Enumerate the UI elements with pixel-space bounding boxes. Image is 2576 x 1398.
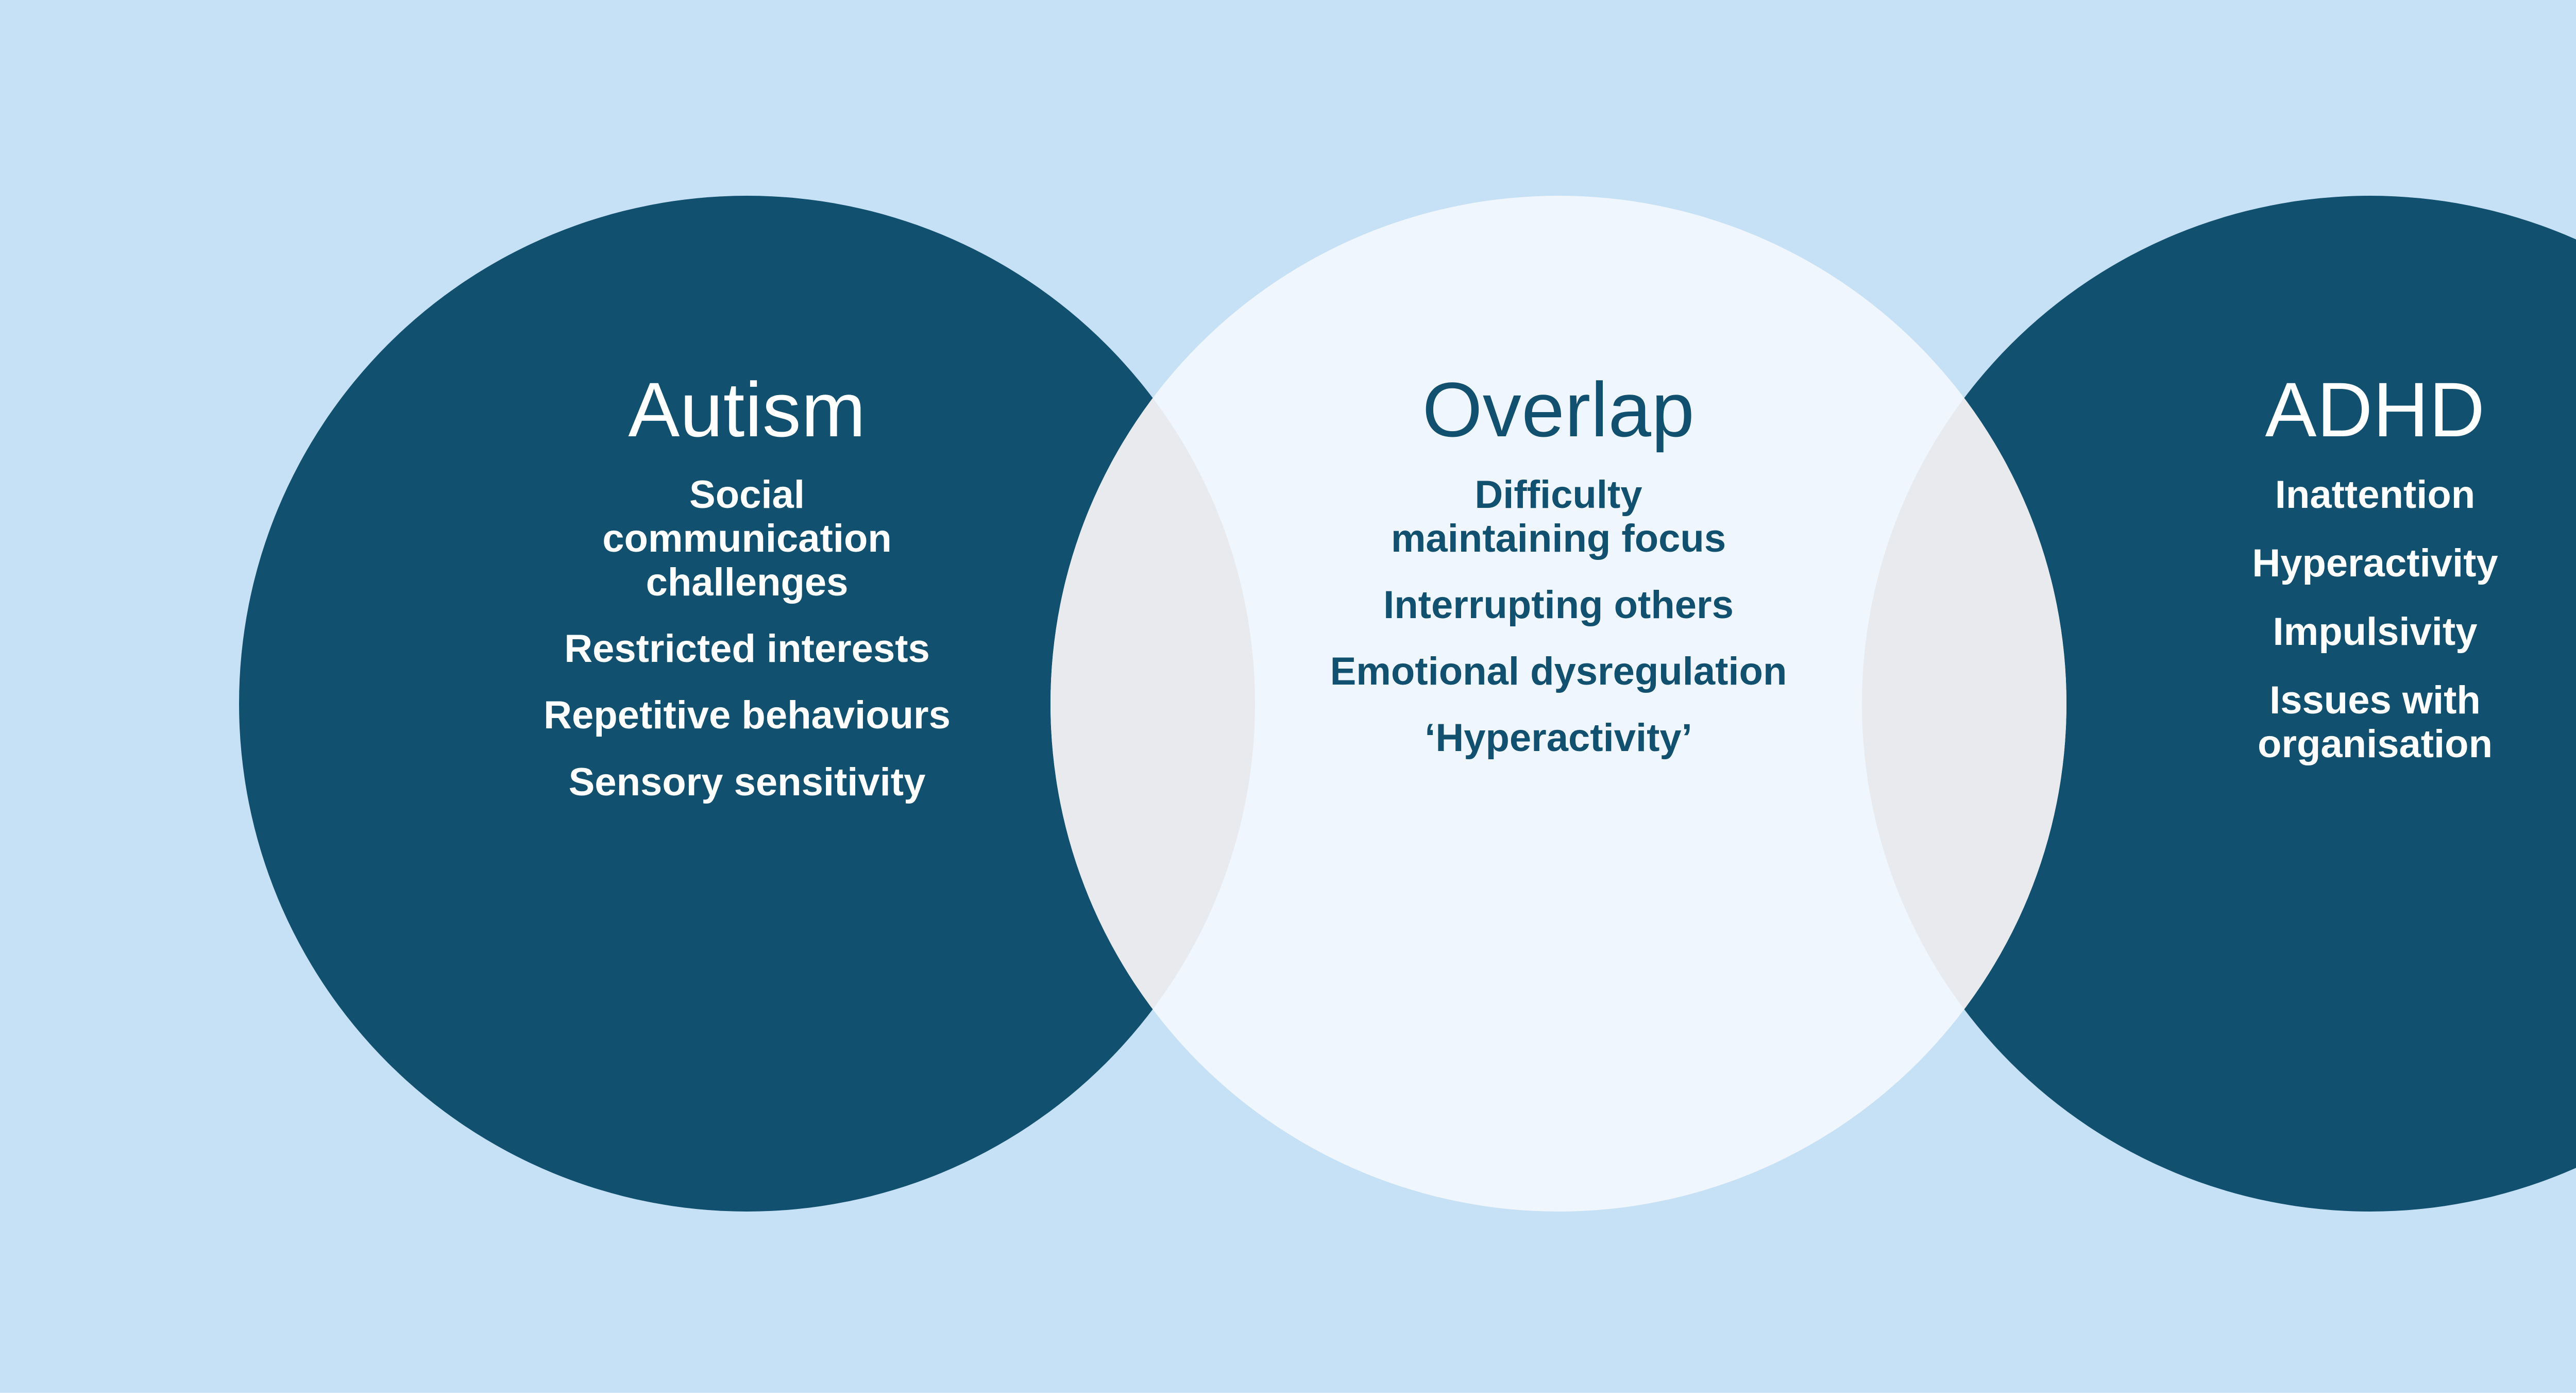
autism-circle — [239, 196, 1255, 1212]
overlap-circle — [1050, 196, 2066, 1212]
adhd-circle — [1862, 196, 2576, 1212]
bottom-strip — [0, 1393, 2576, 1398]
